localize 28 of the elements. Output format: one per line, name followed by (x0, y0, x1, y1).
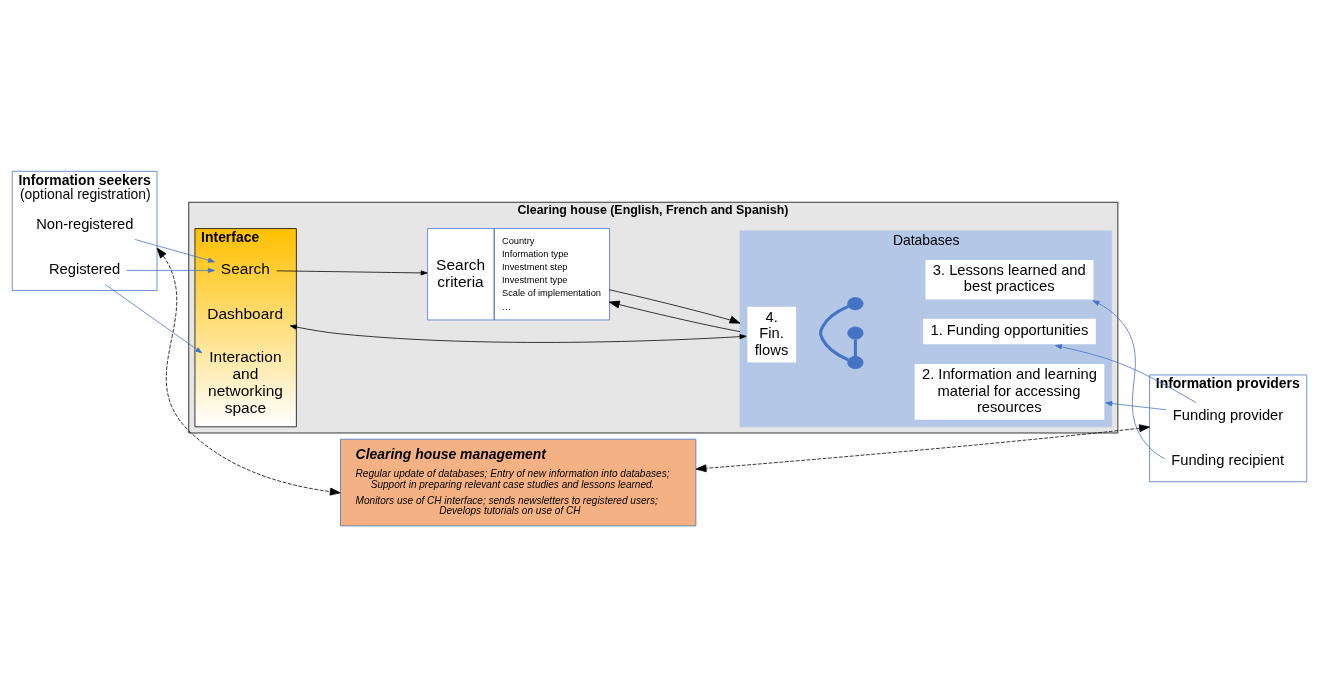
arrow (1105, 400, 1167, 410)
arrow (608, 300, 741, 332)
node-text: Search (220, 259, 270, 277)
node-box: 4. Fin. flows (745, 303, 799, 365)
node-box: Clearing house management Regular update of databases; Entry of new information into databases; Support in preparing relevant case studies and lessons learned. Monitors use of CH interface; sends newsletters to registered users; Develops tutorials on use of CH (340, 438, 697, 526)
arrow (276, 269, 428, 275)
arrow (156, 247, 341, 495)
connector (819, 304, 849, 361)
node-text: Non-registered (36, 215, 134, 232)
node-circle (847, 326, 864, 340)
node-text: Dashboard (207, 304, 284, 322)
node-box: 2. Information and learning material for accessing resources (912, 361, 1107, 422)
node-circle (847, 355, 864, 369)
arrow (126, 267, 215, 273)
node-text: Funding recipient (1171, 451, 1285, 468)
node-circle (847, 296, 864, 310)
arrow (104, 283, 203, 353)
arrow (1092, 299, 1166, 459)
arrow (695, 423, 1150, 472)
arrow (289, 324, 747, 343)
connector (853, 339, 857, 356)
node-text: Registered (48, 260, 121, 277)
arrow (608, 288, 741, 324)
arrow (134, 238, 215, 263)
node-text: Funding provider (1172, 406, 1284, 423)
node-box: 3. Lessons learned and best practices (923, 257, 1096, 302)
arrow (1055, 343, 1197, 403)
node-text: Interaction and networking space (208, 347, 283, 416)
